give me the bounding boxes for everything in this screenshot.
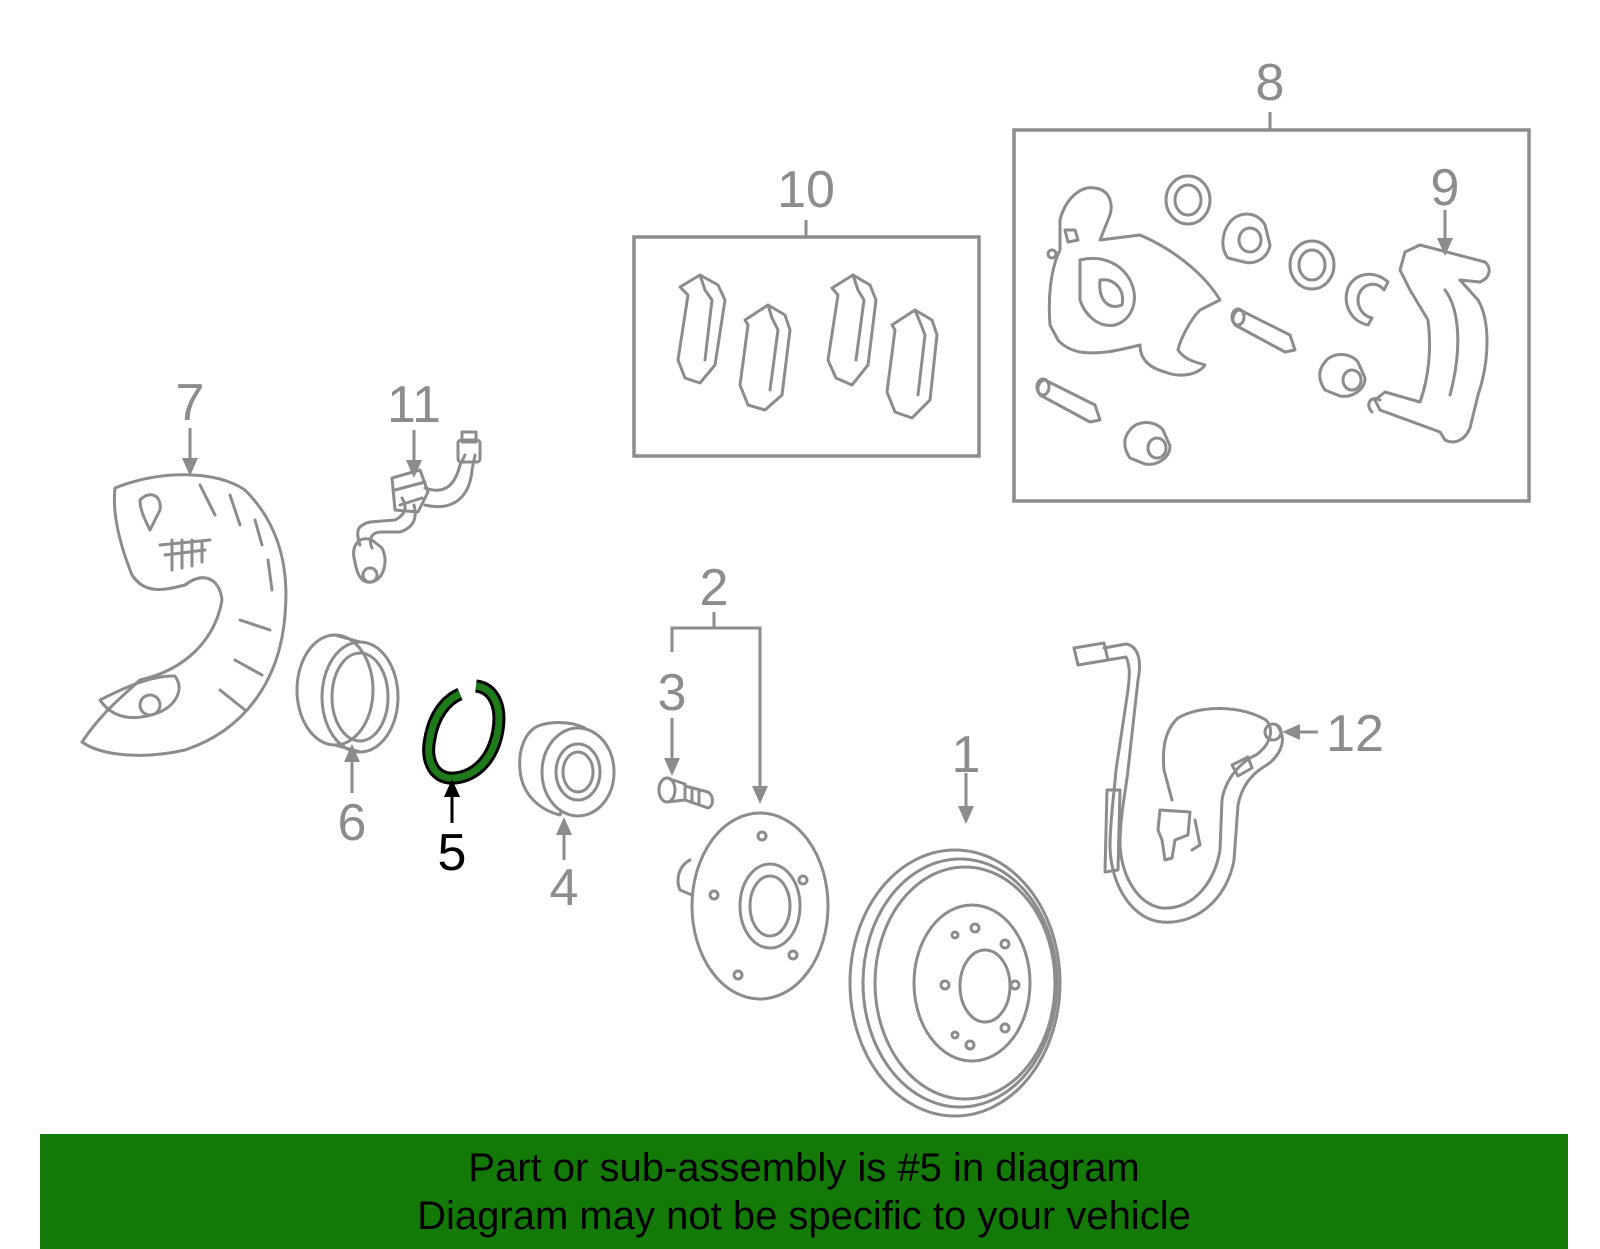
banner-line-disclaimer: Diagram may not be specific to your vehi… (417, 1193, 1191, 1238)
callout-8: 8 (1256, 54, 1285, 112)
callout-7: 7 (176, 374, 205, 432)
part-3-hub-bolt (657, 776, 714, 810)
leader-lines (182, 112, 1453, 860)
callout-5: 5 (438, 824, 467, 882)
callout-11: 11 (387, 376, 441, 434)
part-4-wheel-bearing (518, 721, 616, 818)
info-banner: Part or sub-assembly is #5 in diagram Di… (40, 1134, 1568, 1249)
callout-4: 4 (550, 859, 579, 917)
callout-12: 12 (1326, 705, 1384, 763)
part-7-dust-shield (80, 473, 288, 757)
callout-3: 3 (658, 664, 687, 722)
callout-2: 2 (700, 559, 729, 617)
part-6-bearing-seal (295, 633, 400, 754)
callout-10: 10 (777, 161, 835, 219)
callout-labels: 1 2 3 4 5 6 7 8 9 10 11 12 (176, 54, 1460, 917)
callout-9: 9 (1431, 159, 1460, 217)
banner-line-part-number: Part or sub-assembly is #5 in diagram (468, 1145, 1140, 1190)
part-12-abs-sensor (1072, 641, 1284, 924)
callout-1: 1 (952, 726, 981, 784)
part-1-brake-rotor (848, 848, 1062, 1118)
part-2-wheel-hub (676, 811, 830, 1001)
part-5-snap-ring (422, 679, 506, 785)
part-11-brake-hose (352, 430, 482, 584)
part-10-brake-pad-kit (632, 235, 981, 458)
callout-6: 6 (338, 794, 367, 852)
